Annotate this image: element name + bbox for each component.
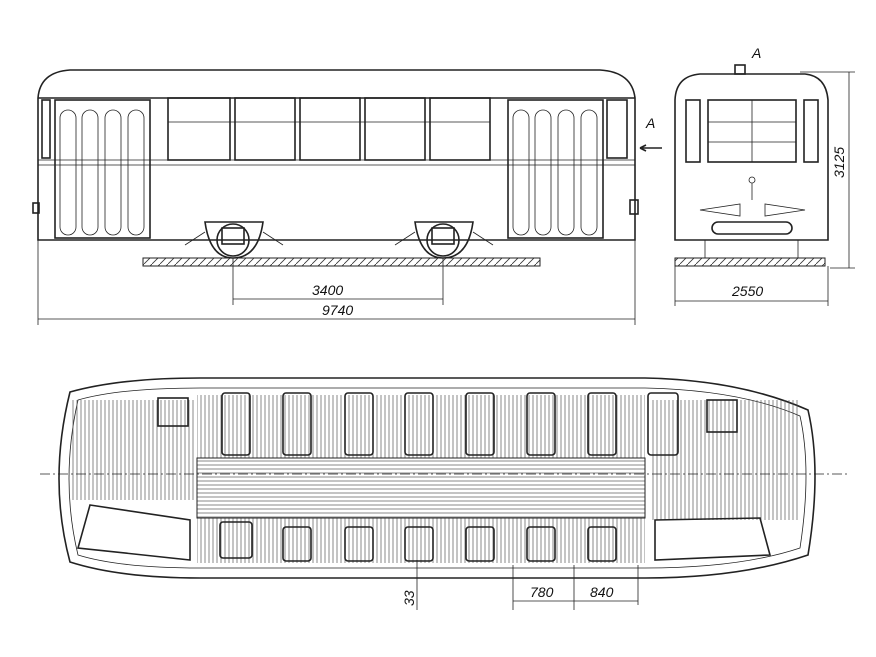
end-view: A (674, 45, 829, 267)
dim-overall-length: 9740 (322, 302, 353, 318)
side-windows (41, 97, 628, 161)
seats-upper (157, 392, 738, 456)
seats-lower (219, 521, 617, 562)
dim-aisle-offset: 33 (401, 590, 417, 606)
dim-bogie-spacing: 3400 (312, 282, 343, 298)
plan-view (40, 377, 850, 579)
end-dimensions: 2550 3125 (674, 71, 855, 306)
side-door-right (507, 99, 604, 239)
view-label-a-top: A (751, 45, 761, 61)
plan-dimensions: 33 780 840 (401, 560, 639, 610)
dim-height: 3125 (831, 147, 847, 178)
dim-seat-pitch-2: 840 (590, 584, 614, 600)
side-dimensions: 3400 9740 (37, 240, 636, 325)
dim-width: 2550 (731, 283, 763, 299)
side-view: A (32, 69, 662, 267)
side-door-left (54, 99, 151, 239)
dim-seat-pitch-1: 780 (530, 584, 554, 600)
view-label-a-side: A (645, 115, 655, 131)
